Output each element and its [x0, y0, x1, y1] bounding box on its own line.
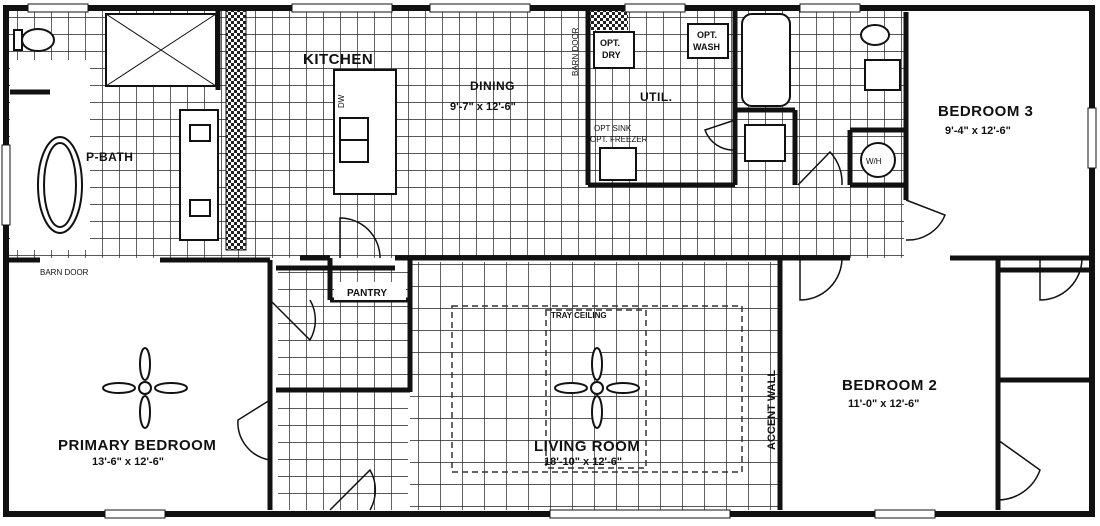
fixtures	[13, 13, 901, 241]
bathtub	[741, 13, 791, 107]
pantry-box	[334, 282, 406, 300]
barn-door-left-label: BARN DOOR	[40, 268, 89, 277]
water-heater	[860, 142, 896, 178]
primary-dims: 13'-6" x 12'-6"	[92, 456, 164, 468]
interior-walls	[6, 10, 1092, 510]
opt-sink-label: OPT SINK	[594, 124, 632, 133]
dining-dims: 9'-7" x 12'-6"	[450, 101, 516, 113]
door-swings	[237, 119, 1083, 511]
kitchen-label: KITCHEN	[303, 51, 373, 68]
living-dims: 18'-10" x 12'-6"	[544, 456, 622, 468]
tray-ceiling	[451, 305, 743, 473]
opt-dry-label-1: OPT.	[600, 38, 620, 48]
barn-door-top-label: BARN DOOR	[571, 27, 580, 76]
opt-dry-label-2: DRY	[602, 50, 621, 60]
toilet-b3	[860, 24, 890, 46]
pantry-label: PANTRY	[347, 288, 387, 299]
ceiling-fans	[102, 347, 640, 429]
bath-sink	[744, 124, 786, 162]
dw-label: DW	[337, 94, 346, 108]
utility-checker	[588, 10, 628, 30]
windows	[1, 3, 1097, 519]
checker-wall	[225, 9, 247, 251]
wh-label: W/H	[866, 157, 882, 166]
bedroom2-label: BEDROOM 2	[842, 377, 937, 394]
washer	[687, 23, 729, 59]
bathtub-oval	[37, 136, 83, 234]
shower	[105, 13, 217, 87]
util-label: UTIL.	[640, 90, 673, 104]
opt-wash-label-2: WASH	[693, 42, 720, 52]
opt-freezer-label: OPT. FREEZER	[590, 135, 648, 144]
dining-label: DINING	[470, 79, 515, 93]
util-sink	[599, 147, 637, 181]
bedroom3-label: BEDROOM 3	[938, 103, 1033, 120]
vanity	[179, 109, 219, 241]
tray-ceiling-label: TRAY CEILING	[551, 311, 607, 320]
bedroom3-dims: 9'-4" x 12'-6"	[945, 125, 1011, 137]
primary-label: PRIMARY BEDROOM	[58, 437, 216, 454]
opt-wash-label-1: OPT.	[697, 30, 717, 40]
living-label: LIVING ROOM	[534, 438, 640, 455]
bedroom2-dims: 11'-0" x 12'-6"	[848, 398, 919, 410]
pbath-label: P-BATH	[86, 150, 133, 164]
toilet-pbath	[21, 28, 55, 52]
dryer	[593, 31, 635, 69]
accent-wall-label: ACCENT WALL	[766, 370, 778, 450]
